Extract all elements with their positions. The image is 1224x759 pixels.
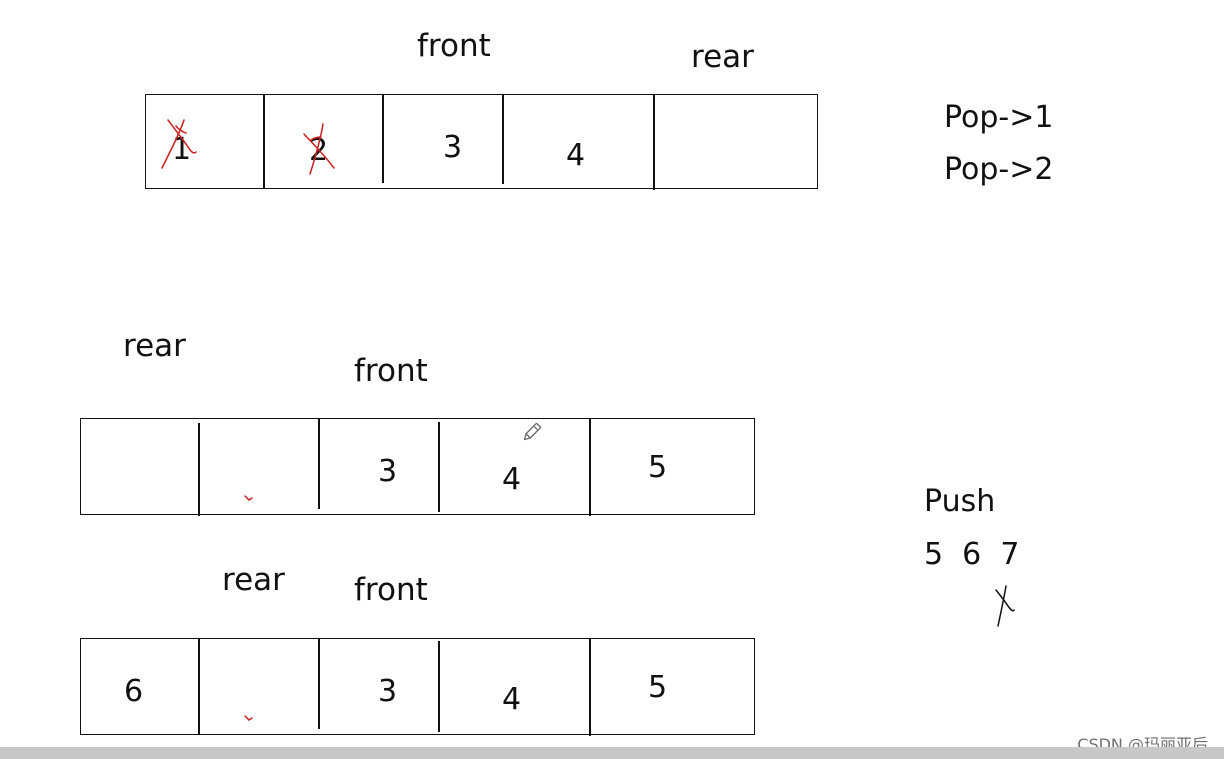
cell-divider	[198, 639, 200, 735]
cell-divider	[438, 641, 440, 732]
pop-op-1: Pop->1	[944, 100, 1054, 135]
rear-label-2: rear	[123, 328, 186, 364]
pop-op-2: Pop->2	[944, 152, 1054, 187]
cell-divider	[318, 639, 320, 729]
queue-array-2: 3 4 5	[80, 418, 755, 516]
cell-divider	[589, 419, 591, 516]
cell-divider	[382, 95, 384, 183]
cell-divider	[438, 422, 440, 512]
front-label-3: front	[354, 572, 428, 608]
cell-value: 5	[648, 450, 668, 485]
cell-value: 5	[648, 670, 668, 705]
cell-divider	[263, 95, 265, 188]
queue-array-1: 1 2 3 4	[145, 94, 818, 190]
queue-array-3: 6 3 4 5	[80, 638, 755, 736]
front-label-1: front	[417, 28, 491, 64]
cell-divider	[653, 95, 655, 190]
push-label: Push	[924, 484, 996, 519]
cell-value: 1	[172, 132, 192, 167]
cell-value: 3	[378, 674, 398, 709]
cell-value: 3	[378, 454, 398, 489]
bottom-scrollbar[interactable]	[0, 747, 1224, 759]
cell-value: 4	[502, 462, 522, 497]
cell-value: 2	[309, 133, 329, 168]
front-label-2: front	[354, 353, 428, 389]
rear-label-1: rear	[691, 39, 754, 75]
cell-value: 4	[502, 682, 522, 717]
cell-value: 3	[443, 130, 463, 165]
push-values: 5 6 7	[924, 537, 1020, 572]
cell-divider	[318, 419, 320, 509]
rear-label-3: rear	[222, 562, 285, 598]
cell-value: 4	[566, 138, 586, 173]
cell-value: 6	[124, 674, 144, 709]
cell-divider	[198, 423, 200, 516]
hand-drawn-x-mark	[995, 585, 1015, 627]
cell-divider	[589, 639, 591, 736]
cell-divider	[502, 95, 504, 184]
